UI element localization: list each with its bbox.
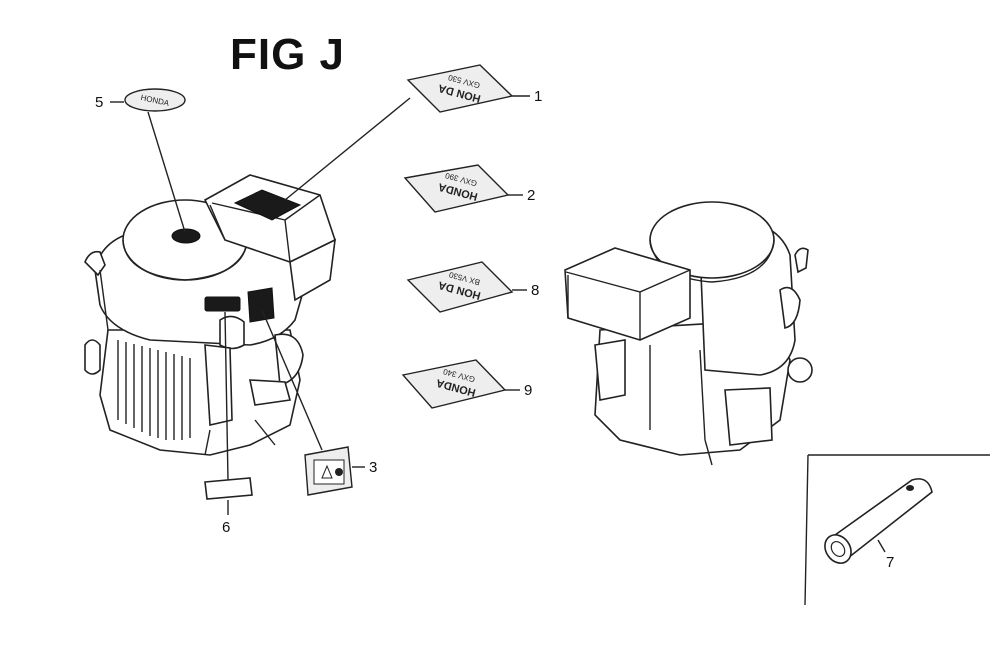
decal-2: HONDA GXV 390 <box>403 164 510 213</box>
callout-2: 2 <box>527 187 535 204</box>
engine-right <box>564 201 813 466</box>
figure-title: FIG J <box>230 30 346 79</box>
engine-left <box>84 174 336 456</box>
item-7-tube-wrench <box>804 454 990 606</box>
decal-1: HON DA GXV 530 <box>406 64 514 113</box>
decal-3-location <box>247 287 275 323</box>
decal-9: HONDA GXV 340 <box>401 359 507 409</box>
callout-1: 1 <box>534 88 542 105</box>
callout-numbers: 1 2 3 5 6 7 8 9 <box>95 88 894 571</box>
warning-triangle-icon <box>321 464 333 479</box>
callout-7: 7 <box>886 554 894 571</box>
leader-lines <box>110 95 886 553</box>
callout-9: 9 <box>524 382 532 399</box>
callout-5: 5 <box>95 94 103 111</box>
callout-8: 8 <box>531 282 539 299</box>
cooling-fins <box>117 340 191 440</box>
callout-3: 3 <box>369 459 377 476</box>
decal-5: HONDA <box>124 88 186 112</box>
decal-3 <box>304 446 353 496</box>
decal-8: HON DA BX V530 <box>406 261 514 313</box>
callout-6: 6 <box>222 519 230 536</box>
decal-6 <box>204 477 253 500</box>
warning-circle-icon <box>335 468 343 476</box>
decal-5-location <box>171 228 201 244</box>
decal-1-location <box>233 189 302 221</box>
